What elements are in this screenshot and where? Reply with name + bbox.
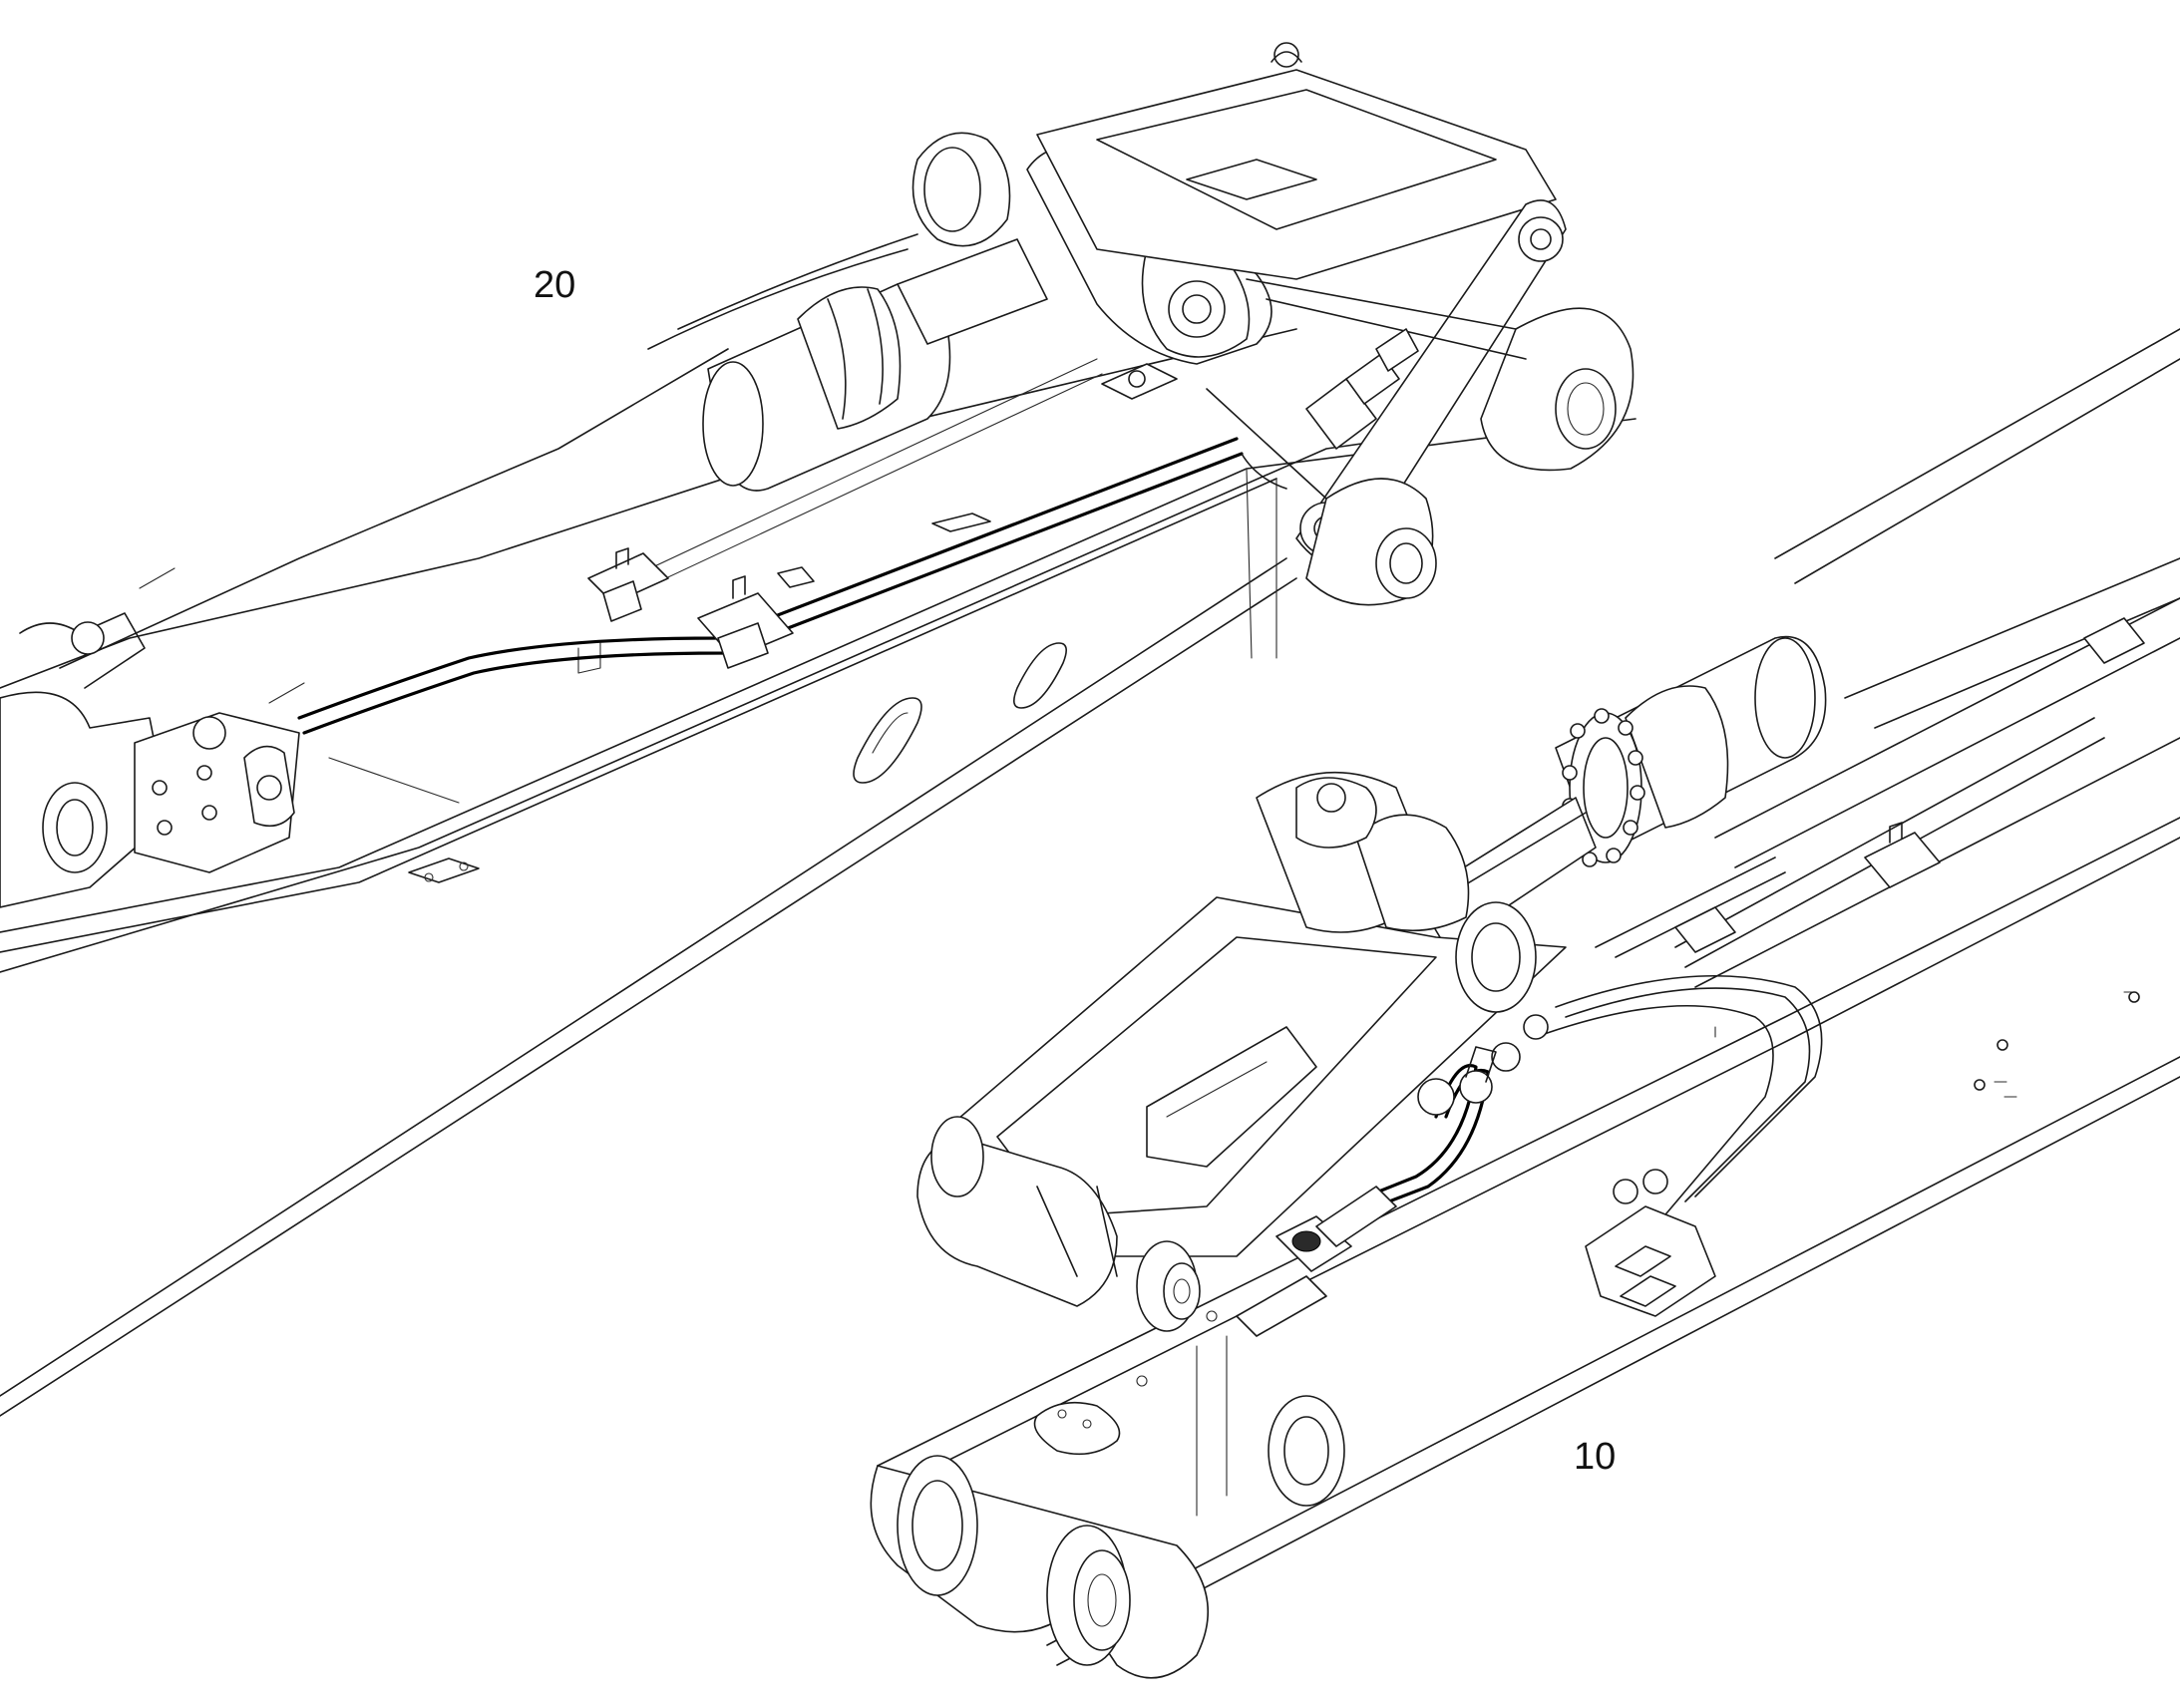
lower-hose-clamp-1 (1864, 822, 1941, 888)
upper-rod-end-linkage (911, 42, 1635, 606)
upper-fitting (1101, 328, 1419, 450)
upper-boom-assembly (0, 42, 1636, 1417)
upper-hose-clamp-2 (587, 547, 669, 622)
upper-hose-lines (297, 358, 1287, 735)
lower-hose-clamp-2 (1674, 906, 1736, 953)
lower-hydraulic-cylinder (1415, 635, 1827, 948)
lower-fitting-block (1585, 1169, 1716, 1317)
upper-hydraulic-cylinder (647, 233, 1048, 492)
callout-label-20: 20 (534, 264, 575, 306)
upper-boom-pivot (0, 567, 305, 908)
lower-boom-pivot (870, 1395, 1345, 1679)
lower-valve-fittings (1417, 1014, 1549, 1116)
lower-hose-clamp-3 (2083, 617, 2145, 664)
lower-link-frame (916, 771, 1567, 1332)
callout-label-10: 10 (1574, 1436, 1616, 1478)
upper-hose-clamp-1 (697, 575, 794, 669)
lower-quick-coupler (1236, 1186, 1397, 1337)
lower-boom-beam (877, 328, 2180, 1666)
lower-boom-assembly (870, 328, 2180, 1679)
